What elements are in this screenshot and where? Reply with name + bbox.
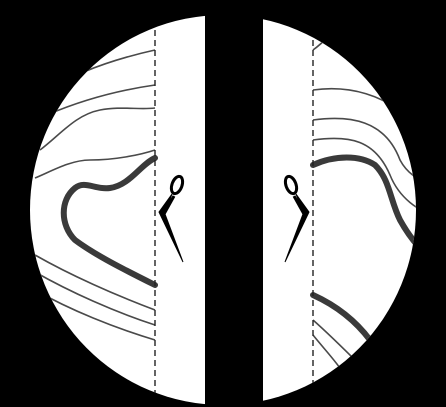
- figure-canvas: [0, 0, 446, 407]
- cut-diagram: [0, 0, 446, 407]
